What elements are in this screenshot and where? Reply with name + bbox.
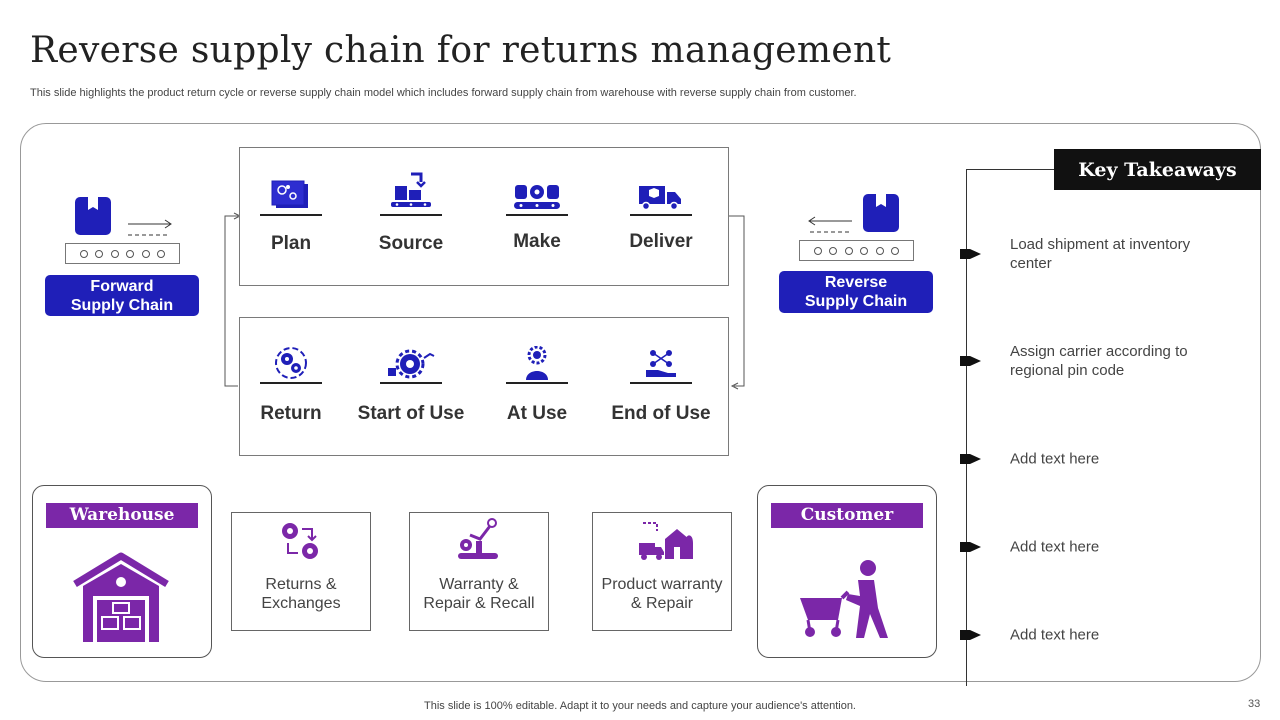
reverse-supply-chain-label[interactable]: Reverse Supply Chain (779, 271, 933, 313)
flag-arrow-icon (960, 454, 981, 464)
arrow-left-icon (808, 216, 852, 233)
stage-make[interactable]: Make (482, 148, 592, 287)
robotic-arm-icon (458, 518, 498, 559)
hand-network-icon (646, 350, 676, 377)
stage-label: Plan (270, 233, 312, 254)
diagram-frame (20, 123, 1261, 682)
stage-plan[interactable]: Plan (236, 148, 346, 287)
key-takeaways-title: Key Takeaways (1054, 149, 1261, 190)
card-label: Warranty & Repair & Recall (423, 576, 535, 612)
stage-end-of-use[interactable]: End of Use (606, 318, 716, 457)
conveyor-icon (514, 185, 560, 209)
customer-title: Customer (771, 503, 923, 528)
stage-label: At Use (506, 403, 568, 424)
stage-label: Start of Use (357, 403, 465, 424)
slide-subtitle: This slide highlights the product return… (30, 87, 857, 99)
planning-icon (271, 180, 308, 208)
box-icon (863, 194, 899, 232)
gears-exchange-icon (282, 523, 318, 559)
slide-title: Reverse supply chain for returns managem… (30, 30, 892, 71)
arrow-right-icon (128, 219, 172, 236)
flag-arrow-icon (960, 356, 981, 366)
delivery-truck-icon (639, 186, 681, 211)
takeaway-item: Add text here (960, 527, 1260, 567)
worker-gear-icon (526, 346, 548, 380)
slide-footer: This slide is 100% editable. Adapt it to… (424, 700, 856, 712)
card-label: Product warranty & Repair (601, 576, 723, 612)
cycle-connectors (224, 212, 745, 390)
warehouse-panel[interactable]: Warehouse (32, 485, 212, 658)
warehouse-title: Warehouse (46, 503, 198, 528)
process-card-returns[interactable]: Returns & Exchanges (231, 512, 371, 631)
person-cart-icon (800, 560, 888, 638)
stage-source[interactable]: Source (356, 148, 466, 287)
stage-return[interactable]: Return (236, 318, 346, 457)
stage-label: Return (260, 403, 322, 424)
box-icon (75, 197, 111, 235)
conveyor-belt (799, 240, 914, 261)
process-card-warranty[interactable]: Warranty & Repair & Recall (409, 512, 549, 631)
conveyor-belt (65, 243, 180, 264)
takeaway-item: Assign carrier according to regional pin… (960, 341, 1260, 381)
page-number: 33 (1248, 698, 1261, 710)
takeaway-item: Add text here (960, 615, 1260, 655)
robot-arm-icon (391, 172, 431, 207)
stage-label: Source (378, 233, 444, 254)
flag-arrow-icon (960, 630, 981, 640)
takeaway-item: Add text here (960, 439, 1260, 479)
stage-at-use[interactable]: At Use (482, 318, 592, 457)
stage-deliver[interactable]: Deliver (606, 148, 716, 287)
flag-arrow-icon (960, 249, 981, 259)
stage-label: End of Use (611, 403, 711, 424)
forward-supply-chain-label[interactable]: Forward Supply Chain (45, 275, 199, 316)
truck-house-icon (639, 522, 693, 560)
gears-icon (275, 347, 307, 379)
process-card-product-warranty[interactable]: Product warranty & Repair (592, 512, 732, 631)
card-label: Returns & Exchanges (261, 576, 341, 612)
takeaways-top-line (966, 169, 1056, 170)
reverse-stages-box: Return Start of Use At Use End of Use (239, 317, 729, 456)
stage-label: Make (513, 231, 561, 252)
forward-stages-box: Plan Source Make (239, 147, 729, 286)
flag-arrow-icon (960, 542, 981, 552)
stage-label: Deliver (629, 231, 693, 252)
takeaways-line (966, 169, 967, 686)
warehouse-icon (73, 552, 169, 642)
gear-chart-icon (388, 349, 435, 379)
stage-start-of-use[interactable]: Start of Use (356, 318, 466, 457)
takeaway-item: Load shipment at inventory center (960, 234, 1260, 274)
customer-panel[interactable]: Customer (757, 485, 937, 658)
